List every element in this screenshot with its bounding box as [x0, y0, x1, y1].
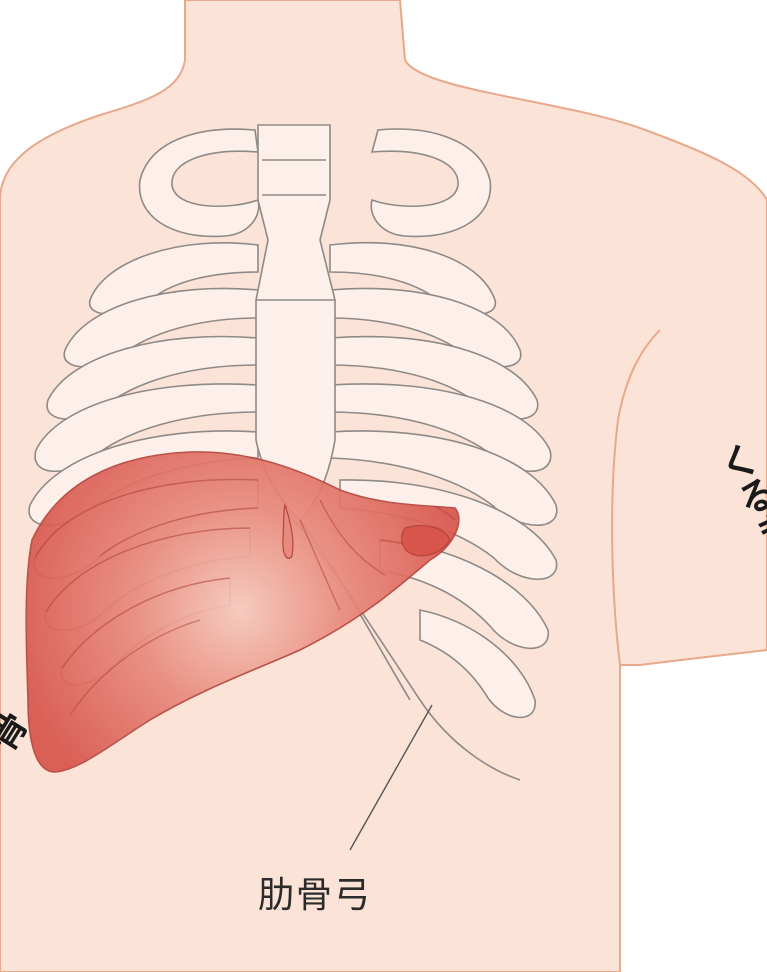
costal-arch-label: 肋骨弓 — [258, 866, 372, 918]
